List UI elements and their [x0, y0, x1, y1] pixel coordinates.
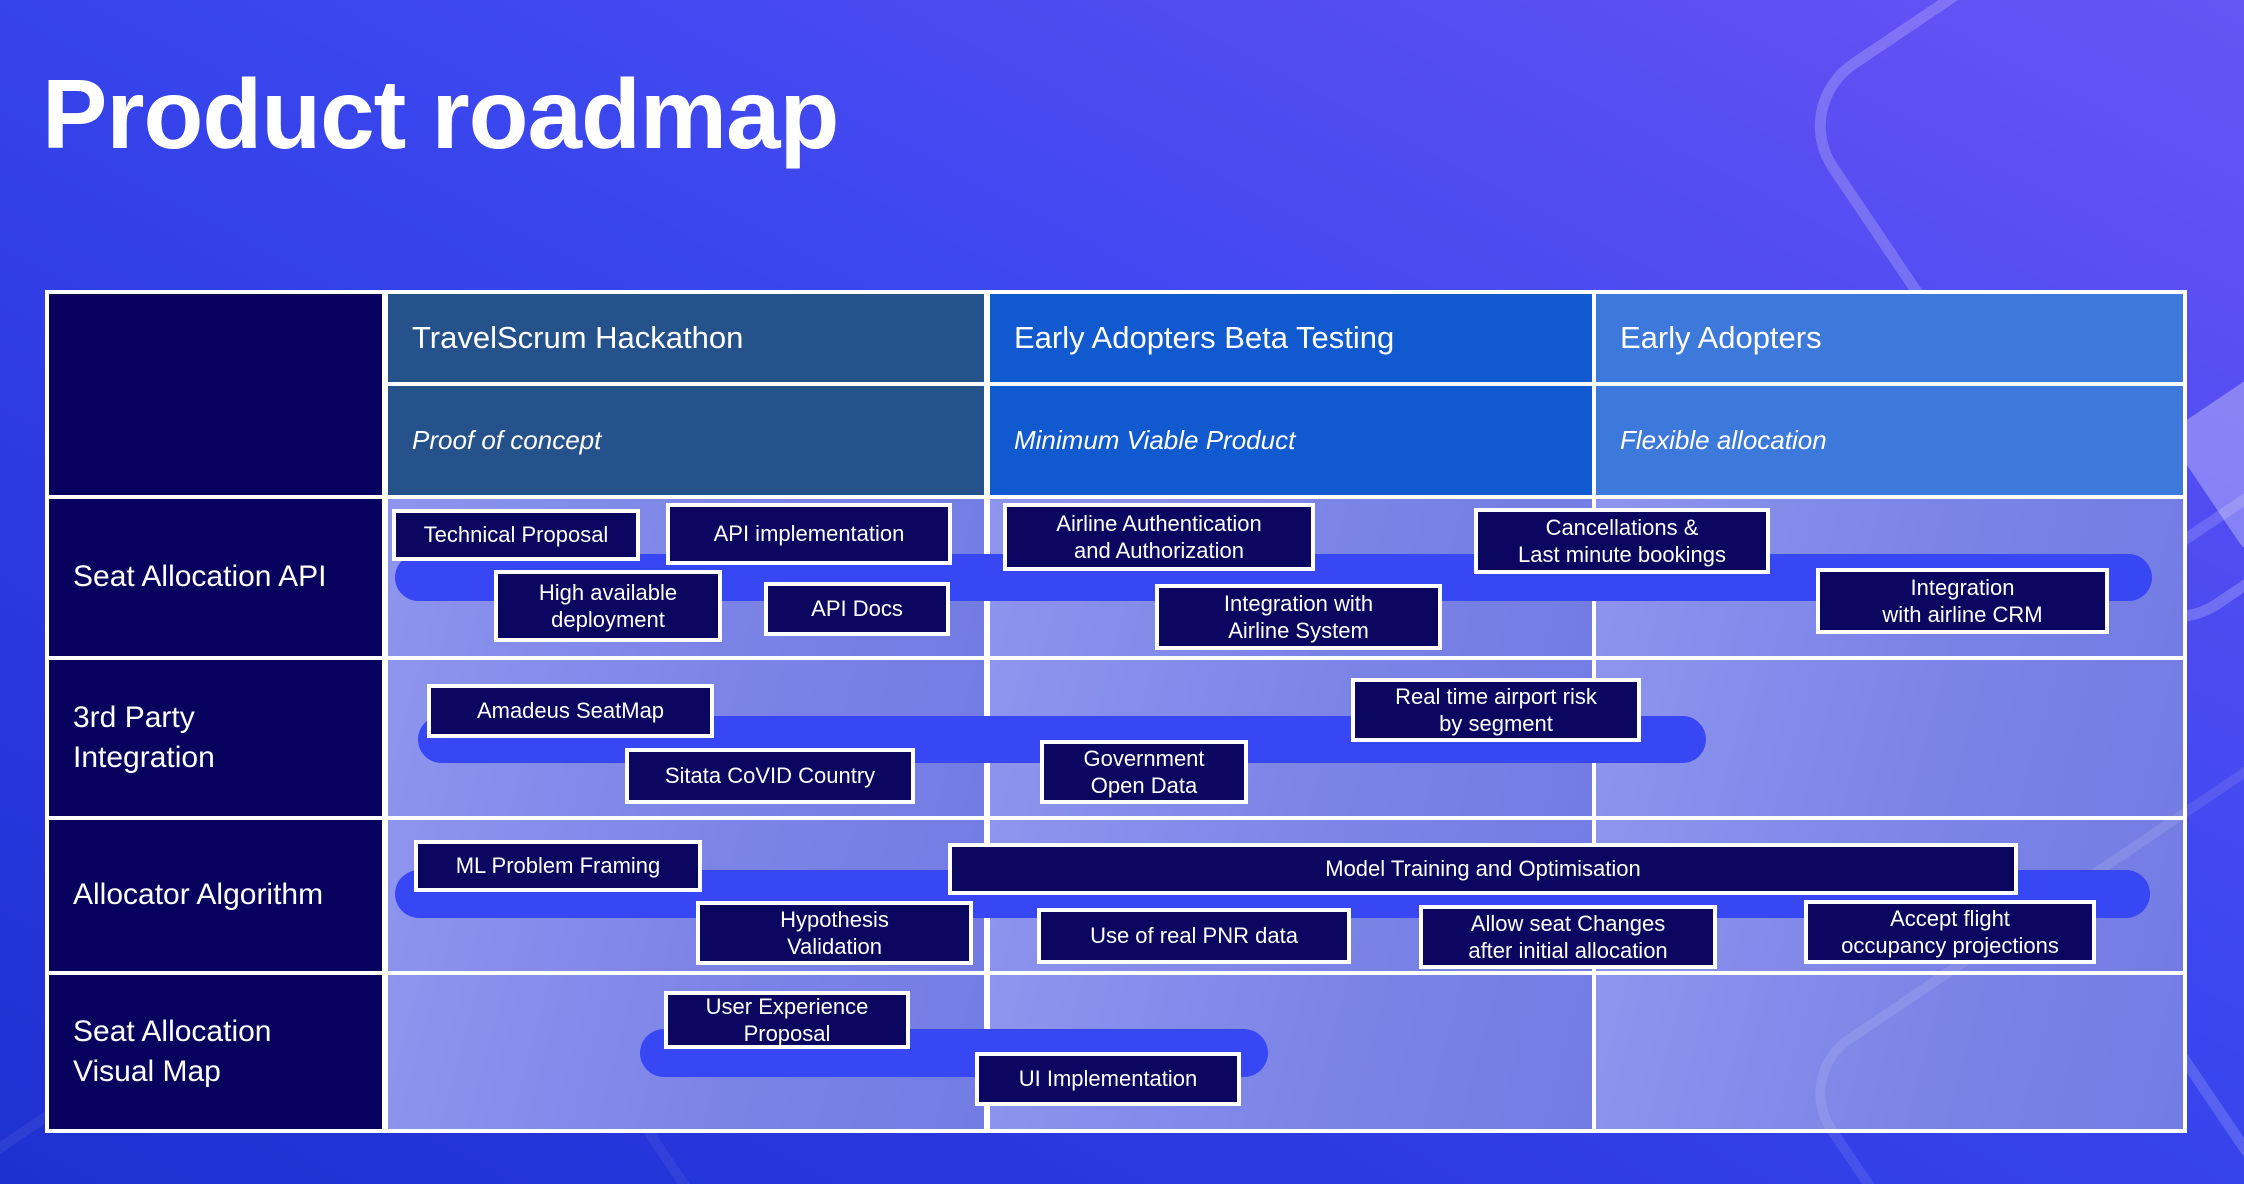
task-hypothesis-validation: Hypothesis Validation	[696, 901, 973, 965]
task-cancellations-last-minute-bookings: Cancellations & Last minute bookings	[1474, 508, 1770, 574]
task-model-training-and-optimisation: Model Training and Optimisation	[948, 843, 2018, 895]
task-user-experience-proposal: User Experience Proposal	[664, 991, 910, 1049]
row-label-allocator-algorithm: Allocator Algorithm	[49, 820, 382, 971]
row-label-3rd-party-integration: 3rd Party Integration	[49, 660, 382, 816]
task-high-available-deployment: High available deployment	[494, 570, 722, 642]
task-ml-problem-framing: ML Problem Framing	[414, 840, 702, 892]
task-integration-with-airline-system: Integration with Airline System	[1155, 584, 1442, 650]
phase-subtitle-proof-of-concept: Proof of concept	[388, 386, 984, 495]
task-api-docs: API Docs	[764, 582, 950, 636]
roadmap-table: Seat Allocation API 3rd Party Integratio…	[45, 290, 2187, 1133]
task-api-implementation: API implementation	[666, 503, 952, 565]
task-integration-with-airline-crm: Integration with airline CRM	[1816, 568, 2109, 634]
task-government-open-data: Government Open Data	[1040, 740, 1248, 804]
grid-cell	[1596, 975, 2183, 1129]
row-label-seat-allocation-visual-map: Seat Allocation Visual Map	[49, 975, 382, 1129]
phase-subtitle-flexible-allocation: Flexible allocation	[1596, 386, 2183, 495]
phase-header-early-adopters-beta-testing: Early Adopters Beta Testing	[990, 294, 1592, 382]
task-use-of-real-pnr-data: Use of real PNR data	[1037, 908, 1351, 964]
phase-header-travelscrum-hackathon: TravelScrum Hackathon	[388, 294, 984, 382]
phase-subtitle-minimum-viable-product: Minimum Viable Product	[990, 386, 1592, 495]
task-real-time-airport-risk: Real time airport risk by segment	[1351, 678, 1641, 742]
task-technical-proposal: Technical Proposal	[392, 509, 640, 561]
label-column-header-cell	[49, 294, 382, 495]
task-sitata-covid-country: Sitata CoVID Country	[625, 748, 915, 804]
task-allow-seat-changes: Allow seat Changes after initial allocat…	[1419, 905, 1717, 969]
row-label-seat-allocation-api: Seat Allocation API	[49, 499, 382, 656]
page-title: Product roadmap	[42, 58, 839, 169]
task-amadeus-seatmap: Amadeus SeatMap	[427, 684, 714, 738]
task-ui-implementation: UI Implementation	[975, 1052, 1241, 1106]
phase-header-early-adopters: Early Adopters	[1596, 294, 2183, 382]
task-accept-flight-occupancy-projections: Accept flight occupancy projections	[1804, 900, 2096, 964]
task-airline-authentication-authorization: Airline Authentication and Authorization	[1003, 503, 1315, 571]
